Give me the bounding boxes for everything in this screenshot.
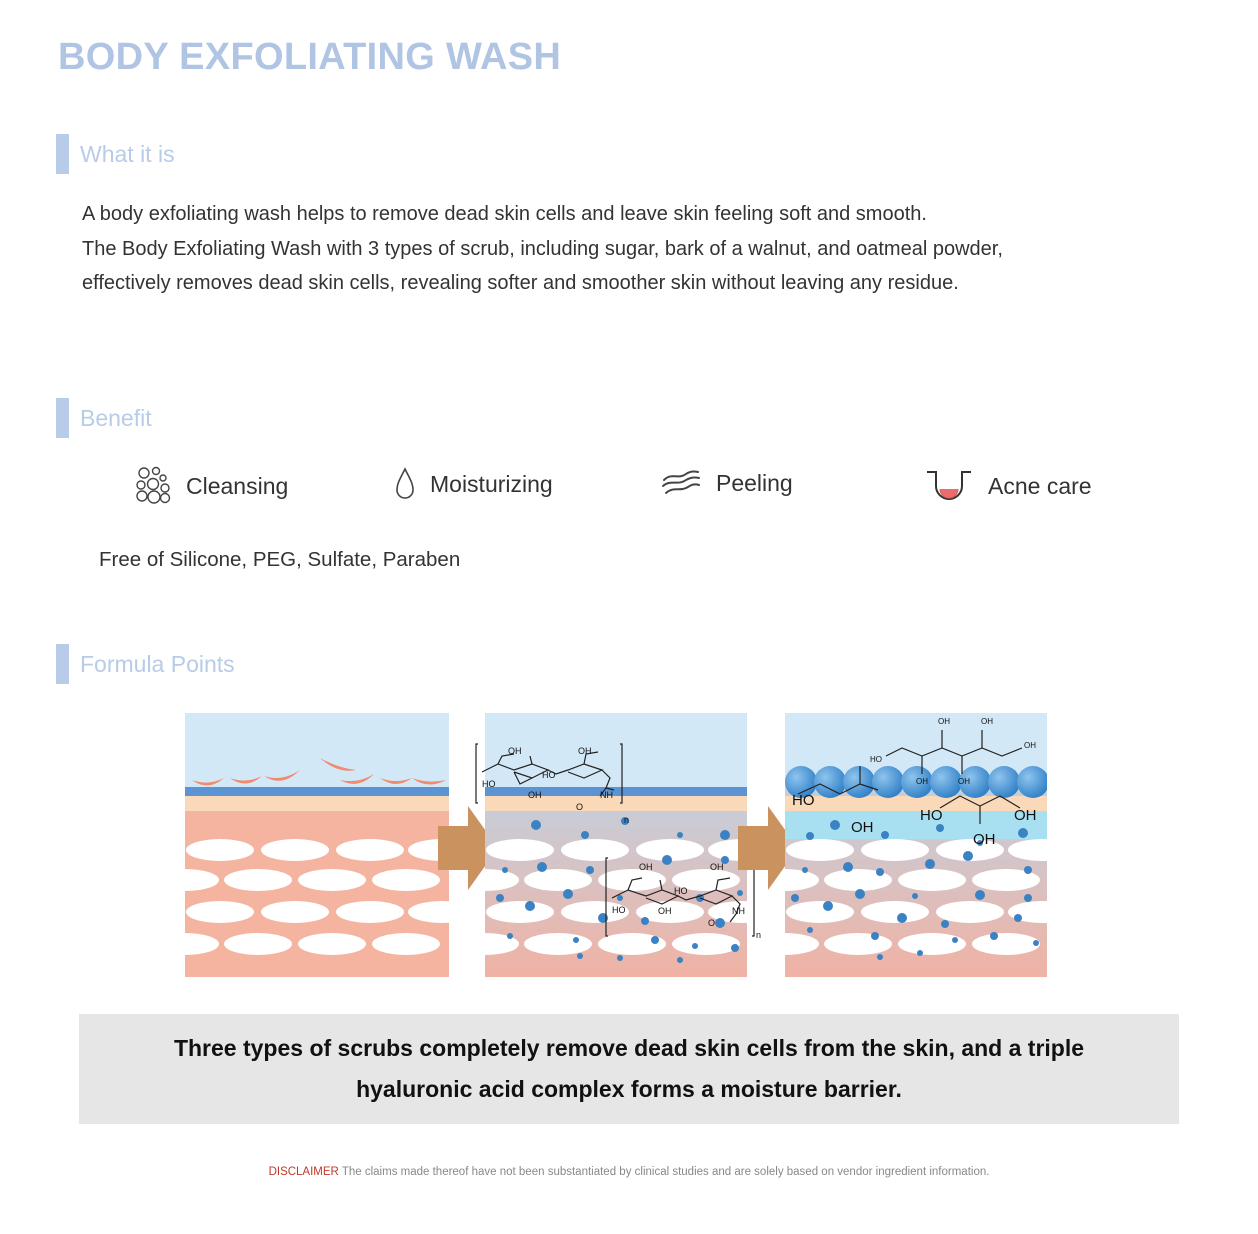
svg-text:OH: OH (710, 862, 724, 872)
molecule-labels: OH OH HO HO OH NH O n (482, 746, 629, 825)
summary-text: Three types of scrubs completely remove … (173, 1035, 1085, 1102)
benefit-label: Moisturizing (430, 470, 553, 497)
description-line: The Body Exfoliating Wash with 3 types o… (82, 237, 1003, 260)
peel-waves-icon (662, 470, 700, 494)
panel-moisture-barrier (785, 713, 1047, 977)
svg-text:HO: HO (482, 779, 496, 789)
svg-text:OH: OH (1014, 807, 1037, 824)
svg-text:HO: HO (792, 792, 815, 809)
description-line: effectively removes dead skin cells, rev… (82, 272, 959, 294)
water-drop-icon (396, 467, 414, 499)
description-line: A body exfoliating wash helps to remove … (82, 203, 927, 225)
svg-text:OH: OH (973, 831, 996, 848)
svg-text:OH: OH (528, 790, 542, 800)
hyaluronic-molecule (475, 743, 623, 804)
svg-text:NH: NH (732, 906, 745, 916)
svg-text:OH: OH (981, 717, 993, 726)
disclaimer-text: The claims made thereof have not been su… (338, 1166, 990, 1178)
svg-text:OH: OH (916, 777, 928, 786)
section-header-what-it-is: What it is (56, 134, 175, 174)
svg-text:OH: OH (938, 717, 950, 726)
section-accent-bar (56, 134, 69, 174)
benefit-label: Cleansing (186, 472, 289, 499)
page-title: BODY EXFOLIATING WASH (58, 36, 562, 78)
svg-text:n: n (756, 930, 761, 940)
svg-text:OH: OH (508, 746, 522, 756)
benefit-peeling: Peeling (660, 466, 793, 500)
svg-text:OH: OH (578, 746, 592, 756)
svg-text:OH: OH (958, 777, 970, 786)
svg-text:HO: HO (542, 770, 556, 780)
panel-exfoliation (485, 713, 747, 977)
disclaimer: DISCLAIMER The claims made thereof have … (0, 1166, 1258, 1178)
molecule-labels: OH OH HO OH OH OH HO OH HO OH OH (792, 717, 1037, 848)
arrow-icon (738, 806, 798, 890)
svg-text:O: O (708, 918, 715, 928)
panel-dead-skin (185, 713, 449, 977)
benefit-moisturizing: Moisturizing (394, 466, 553, 502)
benefit-cleansing: Cleansing (134, 466, 288, 506)
benefit-label: Peeling (716, 469, 793, 496)
svg-text:HO: HO (612, 905, 626, 915)
acne-pore-icon (927, 471, 971, 500)
section-label: Formula Points (80, 650, 235, 677)
svg-text:HO: HO (674, 886, 688, 896)
section-header-benefit: Benefit (56, 398, 152, 438)
molecule-labels: OH OH HO HO OH NH O n (612, 862, 761, 940)
svg-text:OH: OH (658, 906, 672, 916)
formula-illustration: OH OH HO HO OH NH O n OH OH HO HO OH NH … (180, 708, 1060, 993)
svg-text:OH: OH (851, 819, 874, 836)
svg-text:OH: OH (639, 862, 653, 872)
svg-text:NH: NH (600, 790, 613, 800)
section-header-formula: Formula Points (56, 644, 235, 684)
svg-text:OH: OH (1024, 741, 1036, 750)
summary-callout: Three types of scrubs completely remove … (79, 1014, 1179, 1124)
arrow-icon (438, 806, 498, 890)
glycerin-molecule (797, 730, 1023, 824)
free-of-note: Free of Silicone, PEG, Sulfate, Paraben (99, 548, 461, 571)
description-paragraph: A body exfoliating wash helps to remove … (82, 197, 1182, 301)
bubbles-icon (136, 466, 171, 504)
svg-text:n: n (624, 815, 629, 825)
section-accent-bar (56, 644, 69, 684)
section-label: What it is (80, 140, 175, 167)
svg-text:O: O (576, 802, 583, 812)
disclaimer-label: DISCLAIMER (268, 1166, 339, 1178)
svg-text:HO: HO (870, 755, 882, 764)
formula-diagram: OH OH HO HO OH NH O n OH OH HO HO OH NH … (185, 713, 1047, 977)
section-accent-bar (56, 398, 69, 438)
svg-text:HO: HO (920, 807, 943, 824)
section-label: Benefit (80, 404, 152, 431)
benefit-acne-care: Acne care (924, 466, 1092, 506)
benefit-label: Acne care (988, 472, 1092, 499)
